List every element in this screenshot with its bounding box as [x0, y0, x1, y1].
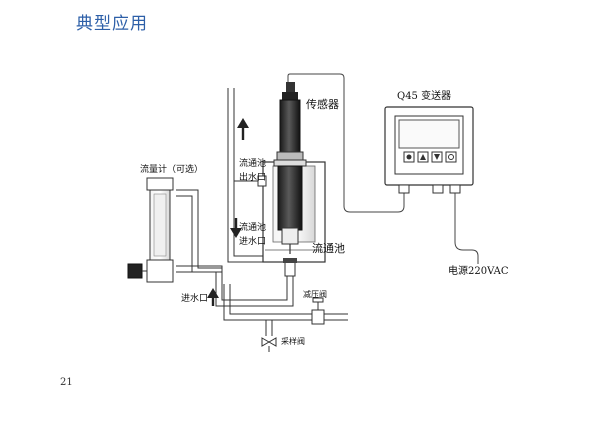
sensor — [273, 82, 307, 254]
pressure-valve — [311, 297, 325, 325]
drain-pipe — [227, 88, 265, 263]
arrow-down-icon — [230, 218, 242, 238]
supply-pipe — [176, 189, 294, 307]
transmitter-label: Q45 变送器 — [397, 89, 451, 102]
sensor-label: 传感器 — [306, 98, 339, 111]
outlet-fitting — [234, 175, 267, 187]
pressure-valve-label: 减压阀 — [303, 289, 327, 299]
transmitter — [384, 106, 474, 194]
arrow-up-icon — [207, 288, 219, 306]
sampling-valve-label: 采样阀 — [281, 336, 305, 346]
flowmeter-label: 流量计（可选） — [140, 163, 203, 175]
inlet-line — [223, 284, 348, 336]
flow-cell-inlet-label-1: 流通池 — [239, 221, 266, 233]
flowmeter — [127, 177, 174, 283]
flow-cell-outlet-label-1: 流通池 — [239, 157, 266, 169]
sensor-cable — [287, 73, 405, 213]
sampling-valve — [261, 337, 277, 352]
power-label: 电源220VAC — [448, 264, 509, 277]
page-title: 典型应用 — [76, 14, 148, 34]
water-inlet-label: 进水口 — [181, 292, 208, 304]
inlet-fitting — [283, 258, 297, 277]
flow-cell-outlet-label-2: 出水口 — [239, 171, 266, 183]
flow-cell-label: 流通池 — [312, 241, 345, 255]
control-buttons-icon — [403, 151, 457, 163]
page-number: 21 — [60, 377, 73, 388]
arrow-up-icon — [237, 118, 249, 140]
power-cable — [454, 193, 479, 264]
flow-cell-inlet-label-2: 进水口 — [239, 235, 266, 247]
